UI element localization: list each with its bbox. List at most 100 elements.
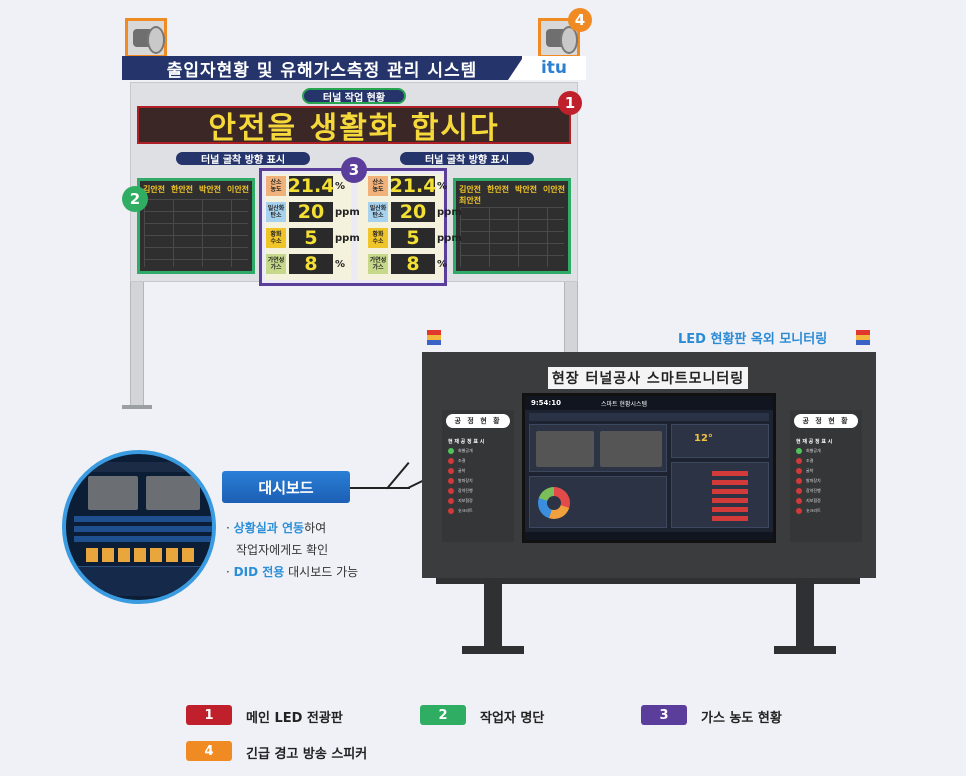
status-dot-icon — [796, 508, 802, 514]
monitor-foot-left — [462, 646, 524, 654]
gas-value: 20 — [289, 201, 333, 223]
gas-mini-values — [712, 471, 748, 523]
badge-3: 3 — [341, 157, 367, 183]
status-dot-icon — [796, 468, 802, 474]
status-dot-icon — [448, 498, 454, 504]
dashboard-zoom-circle — [62, 450, 216, 604]
logo: itu — [522, 56, 586, 80]
side-item: 회별공개 — [448, 446, 484, 456]
callout-line-diag — [386, 462, 410, 490]
system-title: 출입자현황 및 유해가스측정 관리 시스템 — [166, 60, 478, 81]
gas-unit: % — [437, 258, 448, 270]
side-item-label: 회별공개 — [458, 448, 473, 453]
screen-gas-panel — [671, 462, 769, 528]
screen-weather-panel: 12° — [671, 424, 769, 458]
gas-value: 20 — [391, 201, 435, 223]
worker-name: 박안전 — [514, 185, 538, 194]
desc-line-1: · 상황실과 연동하여 — [226, 521, 327, 535]
worker-name: 이안전 — [542, 185, 566, 194]
gas-unit: % — [437, 180, 448, 192]
gas-value: 21.4 — [287, 175, 335, 197]
side-item: 숏크리트 — [448, 506, 484, 516]
gas-value: 8 — [391, 253, 435, 275]
legend-chip-2: 2 — [420, 705, 466, 725]
worker-name: 박안전 — [198, 185, 222, 194]
legend-chip-1: 1 — [186, 705, 232, 725]
gas-unit: ppm — [437, 206, 462, 218]
side-subtitle: 현 재 공 정 표 시 — [448, 438, 485, 445]
status-dot-icon — [796, 498, 802, 504]
gas-value: 8 — [289, 253, 333, 275]
monitor-foot-right — [774, 646, 836, 654]
side-item-label: 굴착 — [806, 468, 814, 473]
side-title: 공 정 현 황 — [446, 414, 510, 428]
side-item-label: 지보협정 — [806, 498, 821, 503]
gas-label: 가연성 가스 — [266, 254, 286, 274]
side-item: 발파장치 — [448, 476, 484, 486]
side-item-label: 발파장치 — [806, 478, 821, 483]
legend-label-1: 메인 LED 전광판 — [246, 711, 343, 726]
legend-label-2: 작업자 명단 — [480, 711, 545, 726]
monitor-base-rail — [436, 578, 860, 584]
side-item-label: 발파장치 — [458, 478, 473, 483]
screen-alert-bar — [529, 413, 769, 421]
side-item: 굴착 — [796, 466, 832, 476]
zoom-camera-2 — [146, 476, 200, 510]
callout-line — [350, 487, 410, 489]
side-item: 조결 — [796, 456, 832, 466]
legend-label-3: 가스 농도 현황 — [701, 711, 782, 726]
status-dot-icon — [448, 448, 454, 454]
zoom-camera-1 — [88, 476, 138, 510]
gas-unit: ppm — [437, 232, 462, 244]
side-item: 장약진행 — [448, 486, 484, 496]
side-item-label: 장약진행 — [806, 488, 821, 493]
zoom-panel — [76, 566, 206, 596]
main-led-display: 안전을 생활화 합시다 — [137, 106, 571, 146]
side-item-label: 조결 — [458, 458, 466, 463]
badge-1: 1 — [558, 91, 582, 115]
gas-value: 5 — [391, 227, 435, 249]
status-dot-icon — [448, 468, 454, 474]
speaker-icon — [133, 26, 165, 54]
gas-label: 산소 농도 — [368, 176, 388, 196]
legend-label-4: 긴급 경고 방송 스피커 — [246, 747, 368, 762]
screen-camera-2 — [600, 431, 662, 467]
side-item: 조결 — [448, 456, 484, 466]
gas-label: 황화 수소 — [368, 228, 388, 248]
worker-board-left: 김안전 한안전 박안전 이안전 — [137, 178, 255, 274]
monitor-title: 현장 터널공사 스마트모니터링 — [548, 367, 748, 389]
screen-workers-panel — [529, 476, 667, 528]
dashboard-label: 대시보드 — [222, 471, 350, 503]
worker-name: 한안전 — [170, 185, 194, 194]
zoom-topbar — [66, 462, 212, 472]
legend-chip-3: 3 — [641, 705, 687, 725]
tunnel-status-label: 터널 작업 현황 — [302, 88, 406, 104]
side-item-label: 장약진행 — [458, 488, 473, 493]
monitor-caption: LED 현황판 옥외 모니터링 — [678, 332, 828, 347]
worker-name: 이안전 — [226, 185, 250, 194]
screen-footer — [525, 532, 773, 540]
desc-line-3: · DID 전용 대시보드 가능 — [226, 565, 359, 579]
screen-donut — [538, 487, 570, 519]
beacon-right — [856, 330, 870, 345]
screen-camera-1 — [536, 431, 594, 467]
logo-notch — [508, 56, 524, 80]
screen-header-title: 스마트 현황시스템 — [600, 400, 648, 408]
status-dot-icon — [448, 478, 454, 484]
status-dot-icon — [448, 508, 454, 514]
side-item: 굴착 — [448, 466, 484, 476]
monitor-screen: 9:54:10 스마트 현황시스템 12° — [522, 393, 776, 543]
side-item: 회별공개 — [796, 446, 832, 456]
screen-header: 9:54:10 스마트 현황시스템 — [525, 396, 773, 410]
status-dot-icon — [796, 448, 802, 454]
gas-label: 가연성 가스 — [368, 254, 388, 274]
side-item: 숏크리트 — [796, 506, 832, 516]
